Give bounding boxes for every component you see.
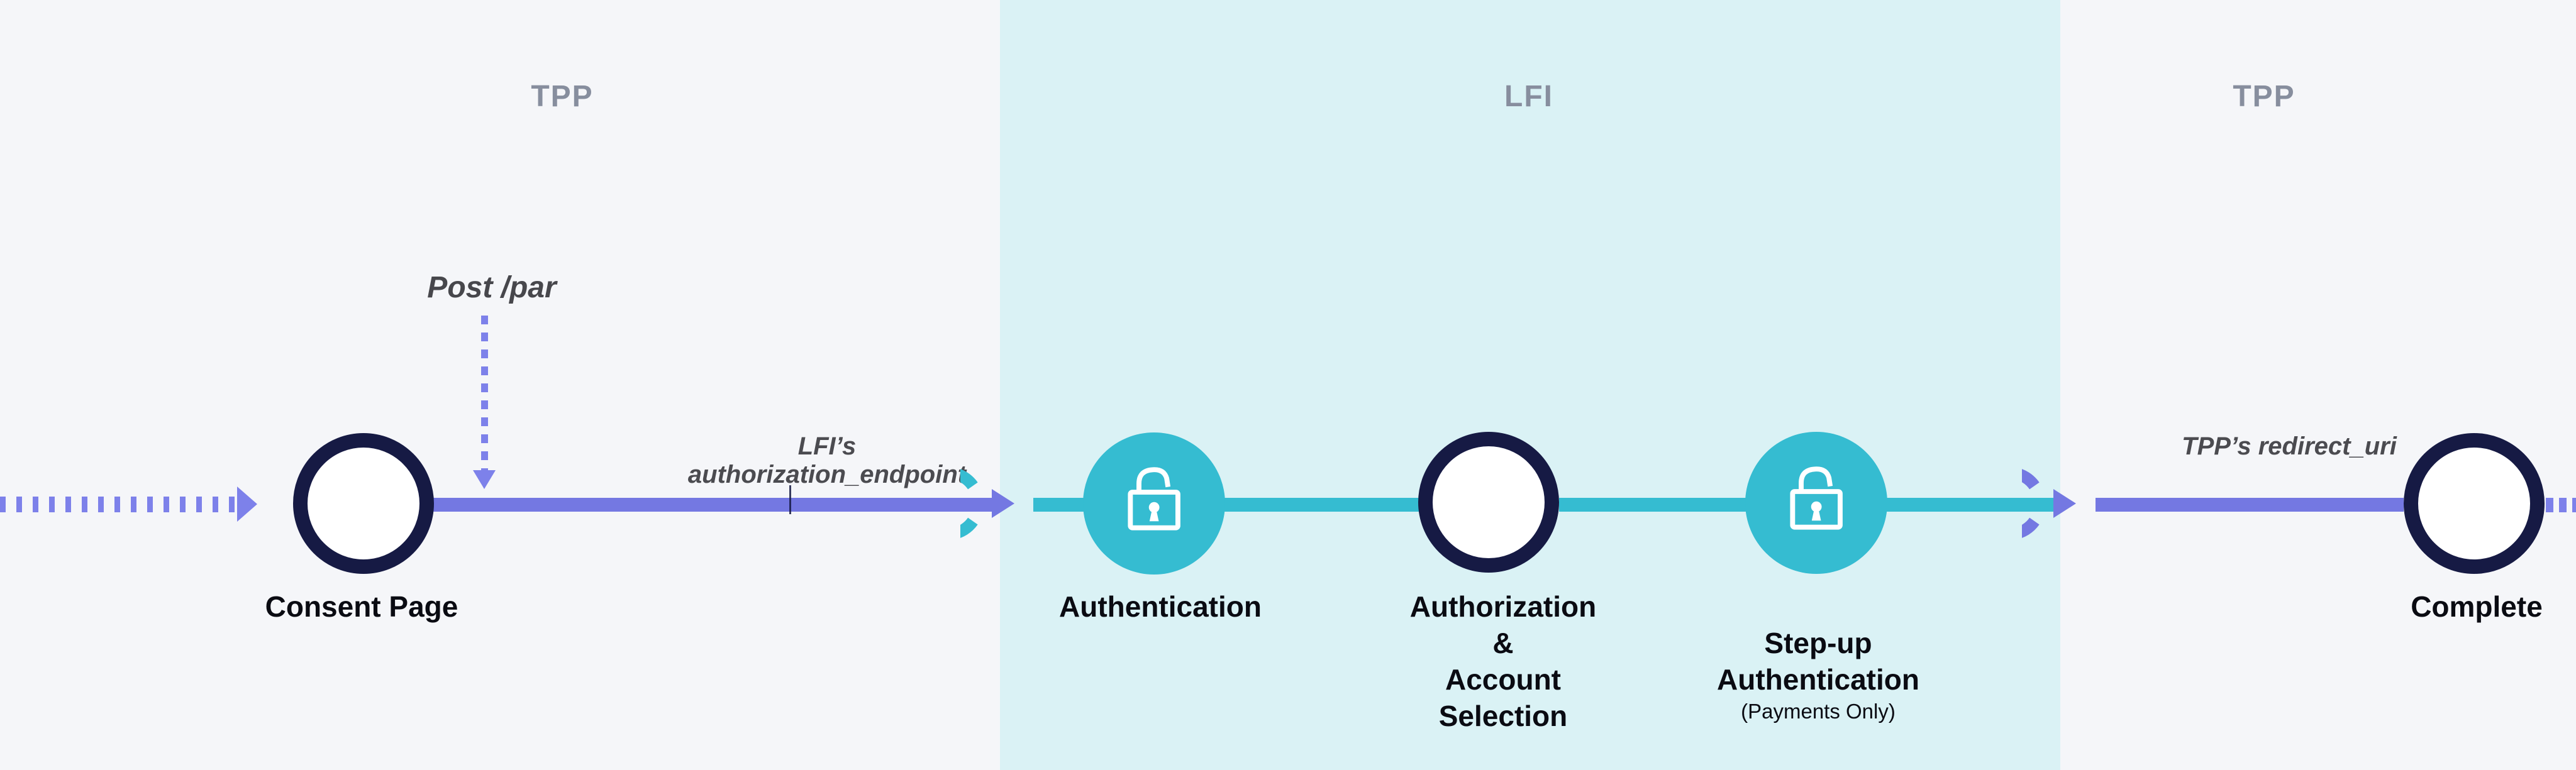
node-label-consent-page: Consent Page bbox=[265, 590, 458, 623]
flow-line-teal-2 bbox=[1224, 498, 1419, 512]
node-label-complete: Complete bbox=[2411, 590, 2543, 623]
node-label-authorization: Authorization & Account Selection bbox=[1409, 590, 1597, 732]
flow-line-purple-2 bbox=[2096, 498, 2404, 512]
node-complete bbox=[2404, 433, 2545, 574]
open-padlock-icon bbox=[1790, 466, 1843, 530]
node-sublabel-payments-only: (Payments Only) bbox=[1741, 700, 1896, 723]
lfi-zone bbox=[1000, 0, 2060, 770]
post-par-dashed-arrow bbox=[481, 316, 488, 470]
entry-arrowhead-icon bbox=[237, 487, 257, 522]
node-authorization bbox=[1418, 432, 1559, 573]
zone-label-lfi: LFI bbox=[1504, 80, 1553, 113]
down-arrowhead-icon bbox=[473, 470, 496, 489]
flow-line-teal-1 bbox=[1033, 498, 1085, 512]
node-label-step-up: Step-up Authentication (Payments Only) bbox=[1692, 588, 1944, 762]
exit-dashed-line bbox=[2546, 498, 2576, 512]
flow-line-purple-1 bbox=[433, 498, 992, 512]
authorization-endpoint-annotation: LFI’s authorization_endpoint bbox=[687, 432, 967, 488]
redirect-arrow-icon-tpp bbox=[2022, 469, 2076, 538]
line-joint-tick bbox=[789, 485, 791, 514]
node-consent-page bbox=[293, 433, 434, 574]
redirect-arrow-icon-lfi bbox=[960, 469, 1014, 538]
tpp-zone-left bbox=[0, 0, 1000, 770]
entry-dashed-line bbox=[0, 497, 235, 512]
redirect-uri-annotation: TPP’s redirect_uri bbox=[2182, 432, 2397, 460]
zone-label-tpp-right: TPP bbox=[2233, 80, 2296, 113]
node-label-authentication: Authentication bbox=[1059, 590, 1262, 623]
tpp-zone-right bbox=[2060, 0, 2576, 770]
zone-label-tpp-left: TPP bbox=[531, 80, 594, 113]
flow-line-teal-4 bbox=[1886, 498, 2054, 512]
node-label-step-up-main: Step-up Authentication bbox=[1717, 627, 1919, 696]
flow-line-teal-3 bbox=[1559, 498, 1746, 512]
open-padlock-icon bbox=[1128, 467, 1180, 531]
post-par-annotation: Post /par bbox=[427, 271, 557, 304]
